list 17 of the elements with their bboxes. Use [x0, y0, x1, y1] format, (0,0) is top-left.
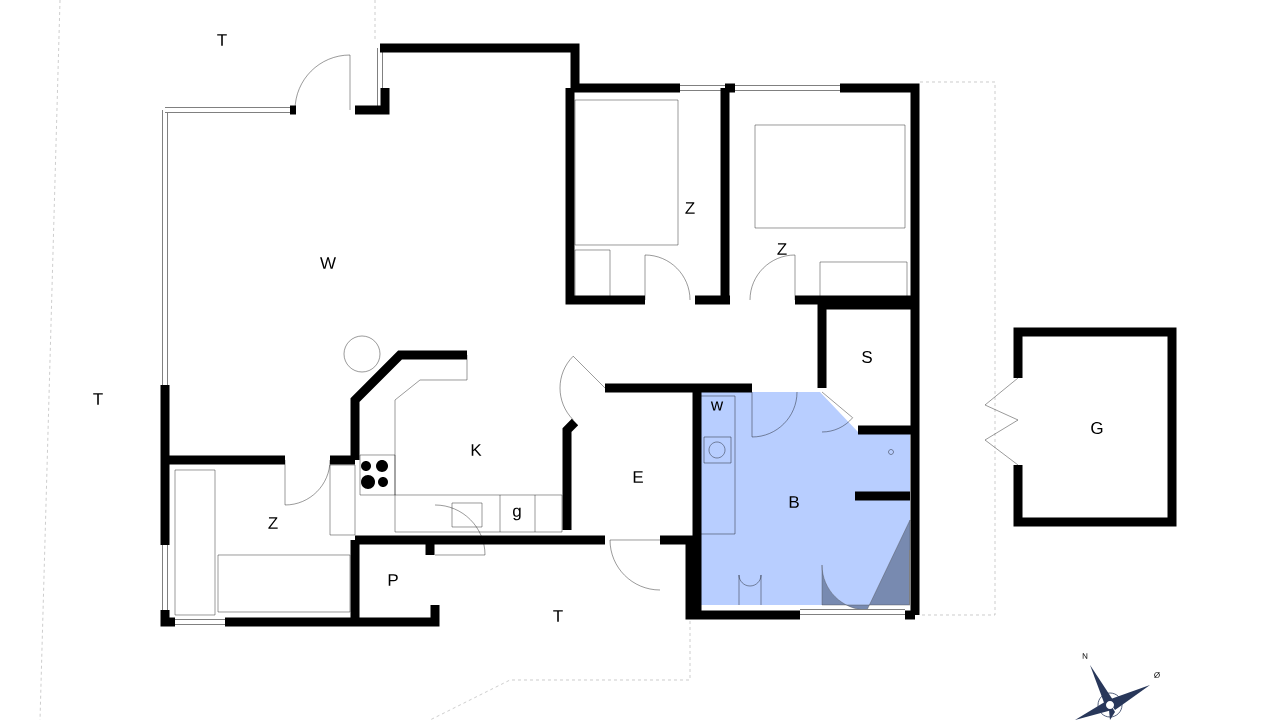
room-label: K — [471, 444, 482, 456]
room-label: T — [93, 393, 103, 405]
room-label: Z — [685, 202, 695, 214]
room-label: T — [553, 610, 563, 622]
room-label: B — [789, 496, 799, 508]
compass-letter: Ø — [1154, 672, 1160, 678]
room-label: W — [320, 257, 336, 269]
room-label: S — [862, 351, 872, 363]
room-label: Z — [777, 243, 787, 255]
compass-letter: N — [1082, 653, 1088, 659]
room-label: Z — [268, 517, 278, 529]
room-label: E — [633, 471, 643, 483]
room-label: T — [217, 34, 227, 46]
room-label: w — [710, 401, 724, 411]
room-label: g — [513, 507, 521, 521]
room-label: P — [388, 574, 398, 586]
room-label: G — [1091, 422, 1103, 434]
